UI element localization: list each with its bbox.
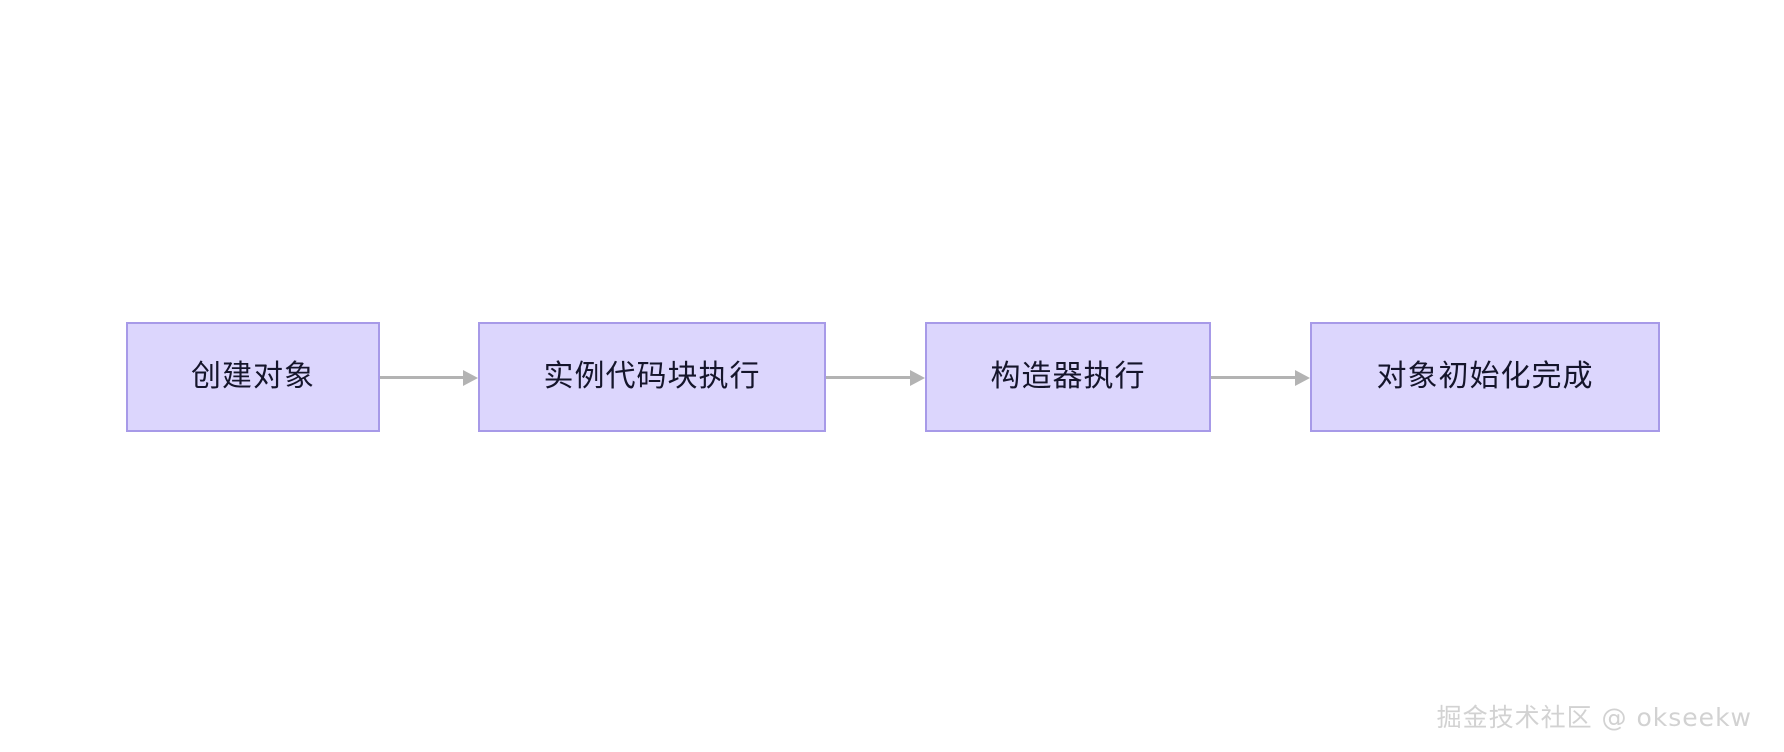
flow-node-label: 实例代码块执行	[543, 359, 761, 394]
flow-node-constructor-exec[interactable]: 构造器执行	[925, 322, 1211, 432]
connector-line	[826, 376, 910, 379]
flow-connector-arrow-2	[826, 370, 925, 386]
flow-node-create-object[interactable]: 创建对象	[126, 322, 380, 432]
watermark-text: 掘金技术社区 @ okseekw	[1436, 703, 1752, 732]
flow-node-label: 创建对象	[191, 359, 315, 394]
flow-node-label: 构造器执行	[990, 359, 1146, 394]
connector-line	[380, 376, 463, 379]
flow-node-label: 对象初始化完成	[1376, 359, 1594, 394]
flow-node-instance-block-exec[interactable]: 实例代码块执行	[478, 322, 826, 432]
arrowhead-icon	[910, 370, 925, 386]
arrowhead-icon	[463, 370, 478, 386]
flow-connector-arrow-1	[380, 370, 478, 386]
connector-line	[1211, 376, 1295, 379]
flow-connector-arrow-3	[1211, 370, 1310, 386]
arrowhead-icon	[1295, 370, 1310, 386]
flow-node-object-init-complete[interactable]: 对象初始化完成	[1310, 322, 1660, 432]
